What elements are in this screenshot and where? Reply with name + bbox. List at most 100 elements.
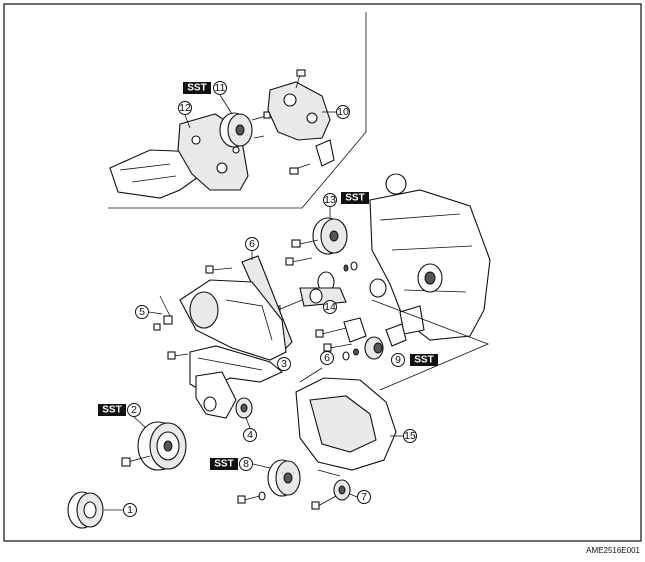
- timing-pulley-hub: [283, 472, 293, 484]
- callout-11: 11: [213, 81, 227, 95]
- sst-badge: SST: [410, 354, 438, 366]
- svg-text:7: 7: [361, 491, 367, 503]
- bolt-shaft: [291, 257, 313, 263]
- leader-2: [133, 416, 147, 429]
- tensioner-arm: [299, 287, 347, 307]
- svg-text:10: 10: [337, 106, 349, 118]
- svg-text:2: 2: [131, 404, 137, 416]
- bolt-5-washer: [153, 323, 161, 331]
- bolt-5-head: [163, 315, 173, 325]
- svg-text:9: 9: [395, 354, 401, 366]
- lower-cover-recess: [309, 395, 377, 453]
- camshaft-pulley-hub: [329, 230, 339, 242]
- sst-label: SST: [214, 459, 233, 470]
- callout-1: 1: [123, 503, 137, 517]
- tensioner-bolt: [277, 299, 303, 311]
- cover-bolt: [211, 267, 233, 271]
- callout-8: 8: [239, 457, 253, 471]
- sst-badge: SST: [341, 192, 369, 204]
- washer: [342, 351, 350, 361]
- bolt-head: [323, 343, 332, 352]
- washer: [350, 261, 358, 271]
- rear-cover-hole: [232, 146, 240, 154]
- camshaft-pulley-hub: [235, 124, 245, 136]
- rear-cover-hole: [191, 135, 201, 145]
- svg-text:13: 13: [324, 194, 336, 206]
- callout-13: 13: [323, 193, 337, 207]
- upper-cover-bulge: [189, 291, 219, 329]
- assembly-guide-line: [371, 299, 490, 391]
- svg-text:4: 4: [247, 429, 253, 441]
- svg-text:12: 12: [179, 102, 191, 114]
- crank-seal-core: [424, 271, 436, 285]
- lower-cover-edge: [299, 367, 341, 477]
- pulley-bolt: [251, 115, 267, 139]
- sst-badge: SST: [183, 82, 211, 94]
- callout-15: 15: [403, 429, 417, 443]
- figure-frame: [3, 3, 642, 542]
- timing-cover-inset: [267, 81, 331, 141]
- sst-badge: SST: [210, 458, 238, 470]
- svg-text:14: 14: [324, 301, 336, 313]
- svg-text:15: 15: [404, 430, 416, 442]
- bolt-head: [237, 495, 246, 504]
- leader-4: [245, 417, 251, 429]
- bolt-head: [296, 69, 306, 77]
- cover-seal-inner: [197, 357, 263, 371]
- sst-badge: SST: [98, 404, 126, 416]
- callout-14: 14: [323, 300, 337, 314]
- bolt-shaft: [321, 327, 347, 335]
- bolt-shaft: [173, 353, 189, 357]
- callout-9: 9: [391, 353, 405, 367]
- rear-cover-hole: [216, 162, 228, 174]
- leader-12: [184, 114, 191, 129]
- svg-text:5: 5: [139, 306, 145, 318]
- cover-hole: [283, 93, 297, 107]
- callout-6b: 6: [320, 351, 334, 365]
- inset-panel-border: [108, 12, 367, 209]
- leader-7: [349, 493, 358, 498]
- idler-seal: [369, 278, 387, 298]
- plate-hole: [203, 396, 217, 412]
- bolt-shaft: [317, 495, 337, 507]
- bolt-shaft: [329, 343, 353, 349]
- lower-cover-plate: [195, 371, 237, 419]
- bolt-head: [315, 329, 324, 338]
- idler-bracket: [385, 323, 407, 347]
- bolt-head: [311, 501, 320, 510]
- idler-hub: [373, 342, 383, 354]
- inset-engine-block: [109, 149, 206, 199]
- bolt-head: [291, 239, 301, 248]
- crank-sprocket-hub: [240, 403, 248, 413]
- bolt-shaft: [243, 495, 261, 501]
- bolt-head: [289, 167, 299, 175]
- bolt-head: [205, 265, 214, 274]
- leader-5: [148, 311, 163, 315]
- bracket-inset: [315, 139, 335, 167]
- svg-text:11: 11: [215, 82, 226, 94]
- callout-10: 10: [336, 105, 350, 119]
- figure-code: AME2516E001: [586, 546, 640, 555]
- svg-text:6: 6: [249, 238, 255, 250]
- bolt-head: [167, 351, 176, 360]
- callout-3: 3: [277, 357, 291, 371]
- upper-cover-edge: [225, 299, 273, 341]
- leader-8: [252, 463, 271, 469]
- callout-4: 4: [243, 428, 257, 442]
- bolt-5-shaft: [159, 295, 171, 317]
- pulley-bolt: [127, 455, 151, 463]
- bolt-head: [285, 257, 294, 266]
- idler-7-hub: [338, 485, 346, 495]
- bolt-head: [121, 457, 131, 467]
- crankshaft-pulley-hub: [163, 440, 173, 452]
- callout-5: 5: [135, 305, 149, 319]
- inset-engine-detail: [119, 163, 177, 183]
- inset-bolts: [295, 74, 311, 169]
- tensioner-roller: [309, 288, 323, 304]
- washer: [353, 348, 359, 356]
- callout-7: 7: [357, 490, 371, 504]
- sst-label: SST: [187, 83, 206, 94]
- svg-text:6: 6: [324, 352, 330, 364]
